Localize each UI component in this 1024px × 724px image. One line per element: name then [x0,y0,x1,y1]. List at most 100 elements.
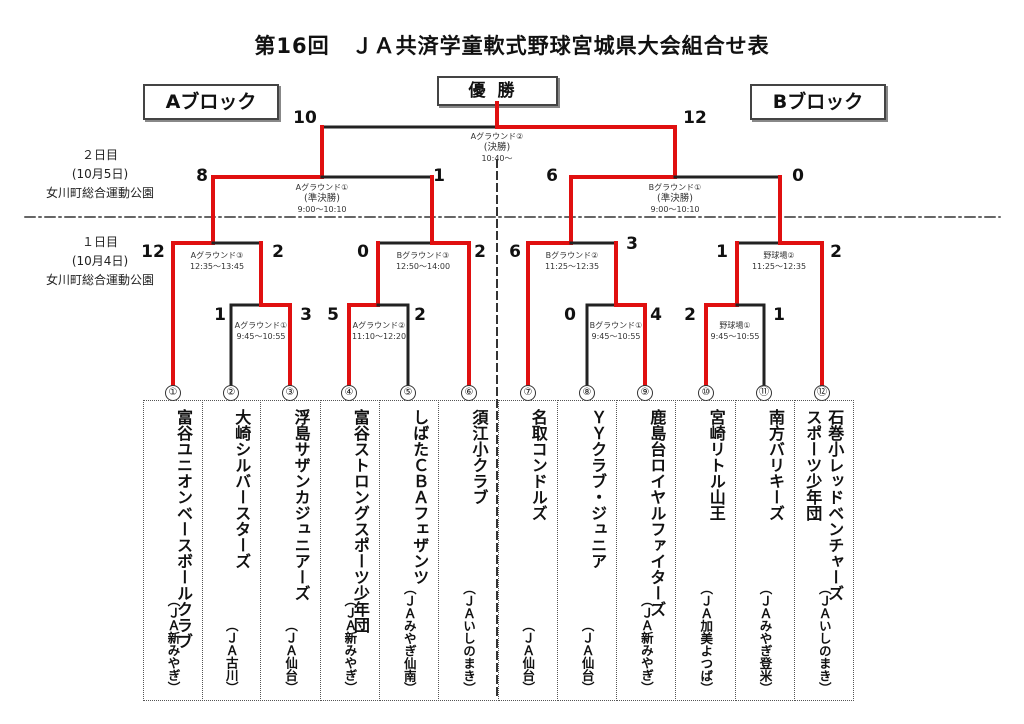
qf3-score-r: 3 [626,234,638,254]
r1-3-score-l: 0 [564,305,576,325]
day-venue: 女川町総合運動公園 [45,273,154,287]
r1-2-score-l: 5 [327,305,339,325]
day-label: １日目 [81,235,118,249]
team-name: 須江小クラブ [469,409,489,505]
day1-info: １日目 (10月4日) 女川町総合運動公園 [20,233,180,290]
r1-4-info: 野球場① 9:45～10:55 [680,320,790,342]
block-a-label: Aブロック [143,84,279,120]
r1-1-score-l: 1 [214,305,226,325]
team-number: ① [165,385,181,401]
ground: Bグラウンド① [589,321,643,330]
ground: Aグラウンド② [470,132,524,141]
team-affiliation: （ＪＡみやぎ仙南） [380,582,438,695]
affiliation-text: （ＪＡみやぎ登米） [757,581,773,695]
team-number: ⑩ [698,385,714,401]
team-number: ⑫ [814,385,830,401]
team-affiliation: （ＪＡ仙台） [558,619,616,694]
final-info: Aグラウンド② (決勝) 10:40～ [442,131,552,164]
champion-box: 優勝 [437,76,558,106]
team-number: ② [223,385,239,401]
time: 9:00～10:10 [650,205,700,214]
time: 11:25～12:35 [544,262,600,271]
qf1-info: Aグラウンド③ 12:35～13:45 [162,250,272,272]
ground: Bグラウンド③ [396,251,450,260]
team-number: ③ [282,385,298,401]
team-cell: 須江小クラブ （ＪＡいしのまき） [439,400,499,701]
semi-a-score-r: 1 [433,166,445,186]
affiliation-text: （ＪＡ新みやぎ） [165,594,181,694]
team-name: 南方バリキーズ [766,409,785,521]
team-cell: 石巻小レッドベンチャーズ スポーツ少年団（ＪＡいしのまき） [795,400,855,701]
day2-info: ２日目 (10月5日) 女川町総合運動公園 [20,146,180,203]
team-affiliation: （ＪＡ古川） [202,619,260,694]
page-title: 第16回 ＪＡ共済学童軟式野球宮城県大会組合せ表 [254,34,770,58]
semi-a-info: Aグラウンド① (準決勝) 9:00～10:10 [267,182,377,215]
team-name: 富谷ストロングスポーツ少年団 [350,409,370,633]
r1-1-score-r: 3 [300,305,312,325]
affiliation-text: （ＪＡ仙台） [520,619,536,694]
time: 10:40～ [481,154,513,163]
team-name: 大崎シルバースターズ [232,409,252,569]
team-affiliation: （ＪＡ加美よつば） [677,582,735,695]
affiliation-text: （ＪＡ仙台） [283,619,299,694]
ground: Aグラウンド② [352,321,406,330]
team-name: 浮島サザンカジュニアーズ [291,409,311,601]
time: 9:45～10:55 [591,332,641,341]
affiliation-text: （ＪＡいしのまき） [816,581,832,695]
team-name: 宮崎リトル山王 [706,409,726,521]
team-cell: 富谷ユニオンベースボールクラブ（ＪＡ新みやぎ） [143,400,203,701]
team-cell: 名取コンドルズ （ＪＡ仙台） [498,400,558,701]
qf2-score-l: 0 [357,242,369,262]
team-affiliation: （ＪＡ新みやぎ） [617,594,675,694]
team-name: 富谷ユニオンベースボールクラブ [174,409,193,649]
qf2-score-r: 2 [474,242,486,262]
qf2-info: Bグラウンド③ 12:50～14:00 [368,250,478,272]
time: 9:45～10:55 [710,332,760,341]
team-number: ⑦ [520,385,536,401]
team-number: ④ [341,385,357,401]
qf3-score-l: 6 [509,242,521,262]
qf1-score-r: 2 [272,242,284,262]
affiliation-text: （ＪＡいしのまき） [461,581,476,695]
block-b-label: Bブロック [750,84,886,120]
affiliation-text: （ＪＡ加美よつば） [698,581,714,695]
day-venue: 女川町総合運動公園 [45,186,154,200]
team-name: 石巻小レッドベンチャーズ スポーツ少年団 [803,409,845,601]
team-name: 名取コンドルズ [528,409,548,521]
r1-2-score-r: 2 [414,305,426,325]
time: 9:45～10:55 [236,332,286,341]
r1-1-info: Aグラウンド① 9:45～10:55 [206,320,316,342]
ground: Aグラウンド① [234,321,288,330]
round: (準決勝) [657,193,693,204]
team-cell: 南方バリキーズ （ＪＡみやぎ登米） [736,400,795,701]
team-affiliation: （ＪＡいしのまき） [795,582,853,695]
team-name: ＹＹクラブ・ジュニア [588,409,608,569]
time: 12:35～13:45 [189,262,245,271]
affiliation-text: （ＪＡみやぎ仙南） [401,581,417,695]
time: 9:00～10:10 [297,205,347,214]
day-date: (10月5日) [71,167,129,181]
team-affiliation: （ＪＡ仙台） [262,619,320,694]
time: 11:25～12:35 [751,262,807,271]
ground: Aグラウンド③ [190,251,244,260]
r1-3-score-r: 4 [650,305,662,325]
team-number: ⑨ [637,385,653,401]
team-cell: 大崎シルバースターズ （ＪＡ古川） [202,400,262,701]
ground: 野球場② [763,251,795,260]
affiliation-text: （ＪＡ新みやぎ） [638,594,654,694]
team-cell: 宮崎リトル山王 （ＪＡ加美よつば） [676,400,736,701]
team-affiliation: （ＪＡいしのまき） [440,582,498,695]
team-number: ⑪ [756,385,772,401]
time: 12:50～14:00 [395,262,451,271]
team-name: しばたＣＢＡフェザンツ [410,409,430,585]
team-number: ⑤ [400,385,416,401]
team-cell: ＹＹクラブ・ジュニア （ＪＡ仙台） [558,400,618,701]
ground: Bグラウンド① [648,183,702,192]
day-date: (10月4日) [71,254,129,268]
team-cell: しばたＣＢＡフェザンツ（ＪＡみやぎ仙南） [380,400,440,701]
team-number: ⑧ [579,385,595,401]
qf3-info: Bグラウンド② 11:25～12:35 [517,250,627,272]
affiliation-text: （ＪＡ古川） [223,619,239,694]
